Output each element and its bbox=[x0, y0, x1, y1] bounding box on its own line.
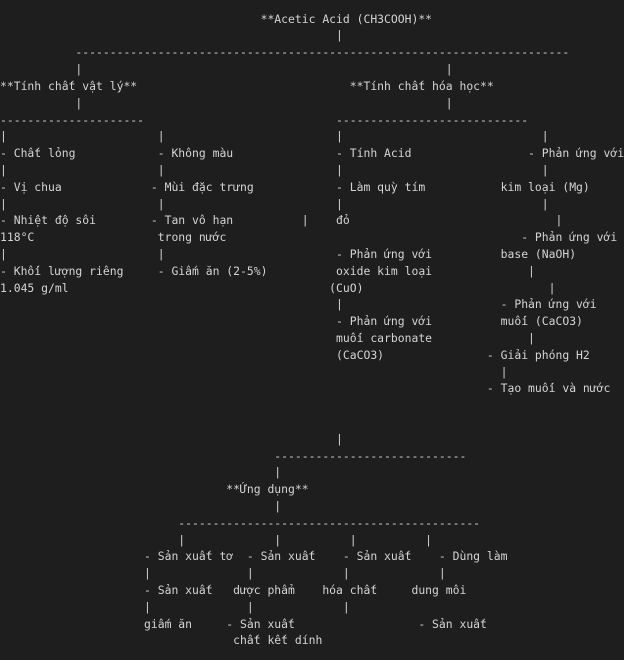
diagram-line: | bbox=[0, 28, 343, 42]
diagram-line: - Vị chua - Mùi đặc trưng - Làm quỳ tím … bbox=[0, 180, 590, 194]
diagram-line: | | | | bbox=[0, 129, 549, 143]
diagram-line: - Nhiệt độ sôi - Tan vô hạn | đỏ | bbox=[0, 213, 563, 227]
diagram-line: chất kết dính bbox=[0, 633, 323, 647]
diagram-line: | | | bbox=[0, 600, 350, 614]
diagram-line: (CaCO3) - Giải phóng H2 bbox=[0, 348, 590, 362]
diagram-line: | | bbox=[0, 96, 453, 110]
diagram-line: | | - Phản ứng với base (NaOH) bbox=[0, 247, 577, 261]
diagram-line: ----------------------------------------… bbox=[0, 516, 481, 530]
diagram-line: - Khối lượng riêng - Giấm ăn (2-5%) oxid… bbox=[0, 264, 535, 278]
diagram-line: | bbox=[0, 465, 282, 479]
diagram-line: | bbox=[0, 432, 343, 446]
section-heading: **Ứng dụng** bbox=[0, 482, 309, 496]
diagram-line: - Sản xuất tơ - Sản xuất - Sản xuất - Dù… bbox=[0, 549, 508, 563]
terminal-output: **Acetic Acid (CH3COOH)** | ------------… bbox=[0, 12, 624, 647]
diagram-title: **Acetic Acid (CH3COOH)** bbox=[0, 12, 433, 26]
diagram-line: giấm ăn - Sản xuất - Sản xuất bbox=[0, 617, 487, 631]
diagram-line: | bbox=[0, 365, 508, 379]
diagram-line: 118°C trong nước - Phản ứng với bbox=[0, 230, 618, 244]
diagram-line: | | | | bbox=[0, 566, 446, 580]
diagram-line: | | | | bbox=[0, 163, 549, 177]
diagram-line: --------------------- ------------------… bbox=[0, 113, 529, 127]
diagram-line: | | bbox=[0, 62, 453, 76]
diagram-line: ----------------------------------------… bbox=[0, 45, 570, 59]
diagram-line: ---------------------------- bbox=[0, 449, 467, 463]
diagram-line: | - Phản ứng với bbox=[0, 297, 597, 311]
diagram-line: - Tạo muối và nước bbox=[0, 381, 611, 395]
diagram-line: - Chất lỏng - Không màu - Tính Acid - Ph… bbox=[0, 146, 624, 160]
diagram-line: muối carbonate | bbox=[0, 331, 535, 345]
diagram-line: - Phản ứng với muối (CaCO3) bbox=[0, 314, 583, 328]
diagram-line: - Sản xuất dược phẩm hóa chất dung môi bbox=[0, 583, 467, 597]
diagram-line: | | | | bbox=[0, 533, 433, 547]
diagram-line: | | | | bbox=[0, 197, 549, 211]
diagram-line: 1.045 g/ml (CuO) | bbox=[0, 281, 556, 295]
section-heading: **Tính chất vật lý** **Tính chất hóa học… bbox=[0, 79, 494, 93]
diagram-line: | bbox=[0, 499, 282, 513]
